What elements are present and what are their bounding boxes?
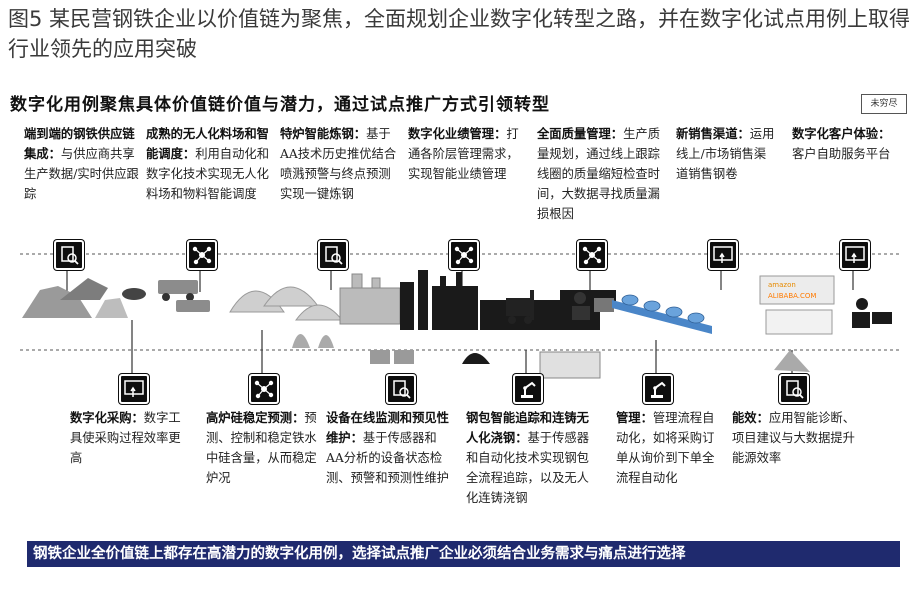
screen-brand-alibaba: ALIBABA.COM	[768, 292, 816, 300]
top-item-body: 与供应商共享生产数据/实时供应跟踪	[24, 147, 139, 201]
top-item-head: 全面质量管理：	[537, 126, 624, 141]
bottom-item-head: 设备在线监测和预见性维护：	[326, 410, 449, 445]
figure-title: 图5 某民营钢铁企业以价值链为聚焦，全面规划企业数字化转型之路，并在数字化试点用…	[8, 7, 911, 61]
top-item-body: 生产质量规划，通过线上跟踪线圈的质量缩短检查时间，大数据寻找质量漏损根因	[537, 127, 660, 221]
bottom-item-head: 数字化采购：	[70, 410, 144, 425]
screen-touch-icon	[708, 240, 738, 270]
bottom-item-body: 预测、控制和稳定铁水中硅含量，从而稳定炉况	[206, 411, 317, 485]
bottom-item-procurement: 数字化采购：数字工具使采购过程效率更高	[70, 408, 190, 468]
bottom-item-body: 管理流程自动化，如将采购订单从询价到下单全流程自动化	[616, 411, 715, 485]
top-item-head: 端到端的钢铁供应链集成：	[24, 126, 135, 161]
network-icon	[449, 240, 479, 270]
bottom-item-energy: 能效：应用智能诊断、项目建议与大数据提升能源效率	[732, 408, 864, 468]
top-item-head: 数字化业绩管理：	[408, 126, 507, 141]
bottom-item-body: 应用智能诊断、项目建议与大数据提升能源效率	[732, 411, 855, 465]
top-item-supply-chain: 端到端的钢铁供应链集成：与供应商共享生产数据/实时供应跟踪	[24, 124, 142, 204]
screen-touch-icon	[119, 374, 149, 404]
top-item-body: 客户自助服务平台	[792, 147, 891, 161]
top-item-body: 利用自动化和数字化技术实现无人化料场和物料智能调度	[146, 147, 269, 201]
top-item-unmanned-yard: 成熟的无人化料场和智能调度：利用自动化和数字化技术实现无人化料场和物料智能调度	[146, 124, 272, 204]
top-item-sales-channel: 新销售渠道：运用线上/市场销售渠道销售钢卷	[676, 124, 776, 184]
top-item-body: 基于AA技术历史推优结合喷溅预警与终点预测实现一键炼钢	[280, 127, 397, 201]
top-item-body: 运用线上/市场销售渠道销售钢卷	[676, 127, 775, 181]
robot-arm-icon	[513, 374, 543, 404]
bottom-item-management: 管理：管理流程自动化，如将采购订单从询价到下单全流程自动化	[616, 408, 720, 488]
bottom-item-ladle-tracking: 钢包智能追踪和连铸无人化浇钢：基于传感器和自动化技术实现钢包全流程追踪，以及无人…	[466, 408, 600, 508]
top-item-head: 数字化客户体验：	[792, 126, 891, 141]
network-icon	[187, 240, 217, 270]
bottom-item-head: 高炉硅稳定预测：	[206, 410, 305, 425]
top-item-head: 新销售渠道：	[676, 126, 750, 141]
search-doc-icon	[54, 240, 84, 270]
bottom-item-body: 基于传感器和自动化技术实现钢包全流程追踪，以及无人化连铸浇钢	[466, 431, 589, 505]
subtitle: 数字化用例聚焦具体价值链价值与潜力，通过试点推广方式引领转型	[10, 95, 550, 115]
top-item-head: 成熟的无人化料场和智能调度：	[146, 126, 269, 161]
bottom-item-body: 基于传感器和AA分析的设备状态检测、预警和预测性维护	[326, 431, 449, 485]
top-item-performance-mgmt: 数字化业绩管理：打通各阶层管理需求，实现智能业绩管理	[408, 124, 526, 184]
bottom-item-head: 钢包智能追踪和连铸无人化浇钢：	[466, 410, 589, 445]
network-icon	[249, 374, 279, 404]
top-item-smart-steelmaking: 特炉智能炼钢：基于AA技术历史推优结合喷溅预警与终点预测实现一键炼钢	[280, 124, 398, 204]
search-doc-icon	[779, 374, 809, 404]
network-icon	[577, 240, 607, 270]
bottom-item-body: 数字工具使采购过程效率更高	[70, 411, 181, 465]
bottom-item-head: 能效：	[732, 410, 769, 425]
search-doc-icon	[318, 240, 348, 270]
top-item-customer-exp: 数字化客户体验： 客户自助服务平台	[792, 124, 902, 164]
screen-brand-amazon: amazon	[768, 281, 796, 289]
search-doc-icon	[386, 374, 416, 404]
robot-arm-icon	[643, 374, 673, 404]
stamp-label: 未穷尽	[861, 94, 907, 114]
bottom-item-equipment-monitor: 设备在线监测和预见性维护：基于传感器和AA分析的设备状态检测、预警和预测性维护	[326, 408, 450, 488]
screen-touch-icon	[840, 240, 870, 270]
bottom-item-head: 管理：	[616, 410, 653, 425]
top-item-body: 打通各阶层管理需求，实现智能业绩管理	[408, 127, 519, 181]
top-item-quality-mgmt: 全面质量管理：生产质量规划，通过线上跟踪线圈的质量缩短检查时间，大数据寻找质量漏…	[537, 124, 665, 224]
top-item-head: 特炉智能炼钢：	[280, 126, 367, 141]
bottom-item-blast-furnace: 高炉硅稳定预测：预测、控制和稳定铁水中硅含量，从而稳定炉况	[206, 408, 318, 488]
footer-banner: 钢铁企业全价值链上都存在高潜力的数字化用例，选择试点推广企业必须结合业务需求与痛…	[27, 541, 900, 567]
